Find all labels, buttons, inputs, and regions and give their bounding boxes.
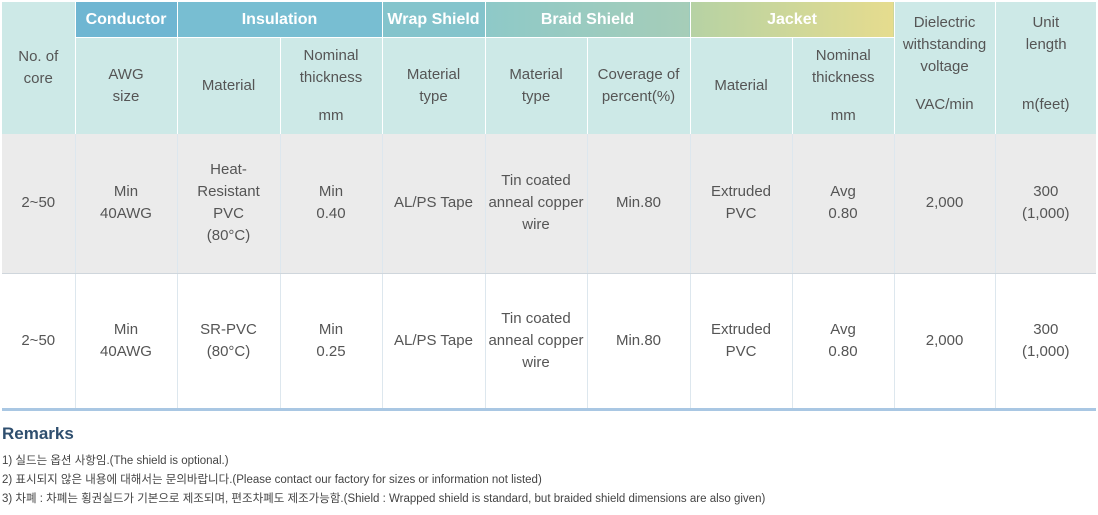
header-insulation-material: Material	[177, 37, 281, 134]
header-dielectric: Dielectric withstanding voltage VAC/min	[894, 2, 996, 134]
group-jacket: Jacket	[690, 2, 895, 38]
header-awg-size: AWG size	[75, 37, 178, 134]
remarks-section: Remarks 1) 실드는 옵션 사항임.(The shield is opt…	[2, 424, 1096, 509]
cell-wrap-shield: AL/PS Tape	[382, 133, 486, 274]
header-jacket-thickness: Nominal thickness mm	[792, 37, 895, 134]
header-insulation-thickness: Nominal thickness mm	[280, 37, 383, 134]
remarks-title: Remarks	[2, 424, 74, 443]
header-no-of-core: No. of core	[2, 2, 76, 134]
header-coverage: Coverage of percent(%)	[587, 37, 691, 134]
group-insulation: Insulation	[177, 2, 383, 38]
group-conductor: Conductor	[75, 2, 178, 38]
cell-wrap-shield: AL/PS Tape	[382, 273, 486, 409]
spec-table: No. of core Conductor Insulation Wrap Sh…	[2, 2, 1097, 411]
header-wrap-material-type: Material type	[382, 37, 486, 134]
cell-coverage: Min.80	[587, 273, 691, 409]
cell-dielectric: 2,000	[894, 273, 996, 409]
cell-coverage: Min.80	[587, 133, 691, 274]
header-braid-material-type: Material type	[485, 37, 588, 134]
cell-cores: 2~50	[2, 133, 76, 274]
remark-item: 2) 표시되지 않은 내용에 대해서는 문의바랍니다.(Please conta…	[2, 474, 542, 486]
cell-dielectric: 2,000	[894, 133, 996, 274]
header-unit-length: Unit length m(feet)	[995, 2, 1097, 134]
cell-unit-length: 300(1,000)	[995, 273, 1097, 409]
remark-item: 1) 실드는 옵션 사항임.(The shield is optional.)	[2, 455, 229, 467]
group-wrap-shield: Wrap Shield	[382, 2, 486, 38]
header-jacket-material: Material	[690, 37, 793, 134]
cell-cores: 2~50	[2, 273, 76, 409]
cell-unit-length: 300(1,000)	[995, 133, 1097, 274]
cell-insulation-material: SR-PVC(80°C)	[177, 273, 281, 409]
group-braid-shield: Braid Shield	[485, 2, 691, 38]
remark-item: 3) 차폐 : 차폐는 횡권실드가 기본으로 제조되며, 편조차폐도 제조가능함…	[2, 493, 766, 505]
